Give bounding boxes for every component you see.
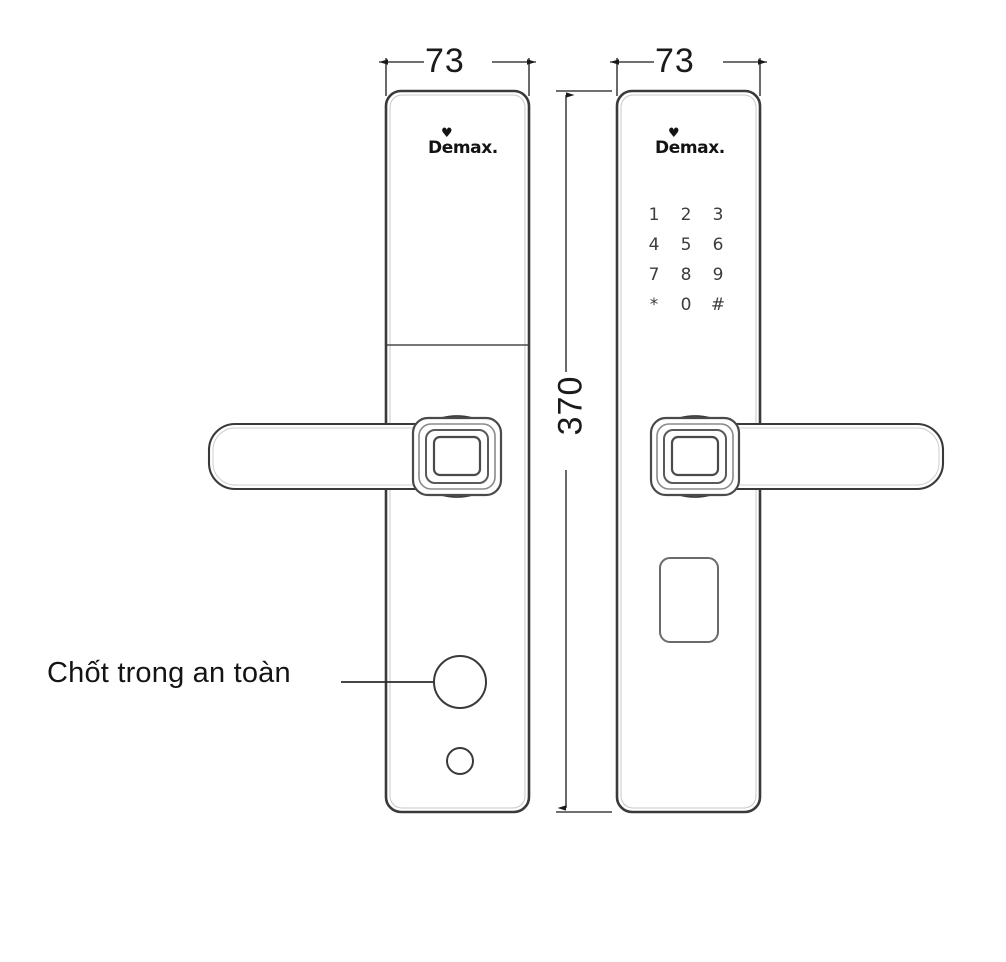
height-dimension bbox=[556, 90, 612, 813]
brand-logo-text: Demax. bbox=[655, 138, 725, 158]
right-panel-group bbox=[556, 58, 945, 814]
brand-logo-left: ♥ Demax. bbox=[428, 127, 498, 158]
keypad-key[interactable]: 3 bbox=[712, 204, 724, 225]
keypad-key[interactable]: 0 bbox=[680, 294, 692, 315]
keypad-key[interactable]: 7 bbox=[648, 264, 660, 285]
right-fingerprint-reader bbox=[649, 415, 741, 498]
keypad-key[interactable]: 8 bbox=[680, 264, 692, 285]
left-fingerprint-reader bbox=[411, 415, 503, 498]
keypad-key[interactable]: 1 bbox=[648, 204, 660, 225]
thumb-turn-knob bbox=[433, 655, 487, 709]
left-width-dimension bbox=[379, 58, 536, 96]
keypad-key[interactable]: 9 bbox=[712, 264, 724, 285]
inner-latch-annotation-label: Chốt trong an toàn bbox=[47, 657, 291, 689]
keypad-key[interactable]: 5 bbox=[680, 234, 692, 255]
brand-crown-icon: ♥ bbox=[668, 126, 680, 141]
numeric-keypad: 1 2 3 4 5 6 7 8 9 * 0 # bbox=[638, 200, 734, 320]
right-width-dimension bbox=[610, 58, 767, 96]
keypad-key[interactable]: 6 bbox=[712, 234, 724, 255]
dimension-width-right-label: 73 bbox=[655, 42, 695, 80]
keypad-key[interactable]: # bbox=[710, 294, 726, 315]
keypad-key[interactable]: 4 bbox=[648, 234, 660, 255]
left-panel-group bbox=[207, 58, 536, 814]
left-panel-small-port bbox=[446, 747, 474, 775]
brand-logo-right: ♥ Demax. bbox=[655, 127, 725, 158]
dimension-width-left-label: 73 bbox=[425, 42, 465, 80]
keypad-key[interactable]: 2 bbox=[680, 204, 692, 225]
brand-logo-text: Demax. bbox=[428, 138, 498, 158]
brand-crown-icon: ♥ bbox=[441, 126, 453, 141]
keypad-key[interactable]: * bbox=[649, 294, 659, 315]
card-reader-zone bbox=[659, 557, 719, 643]
dimension-height-label: 370 bbox=[551, 375, 590, 436]
